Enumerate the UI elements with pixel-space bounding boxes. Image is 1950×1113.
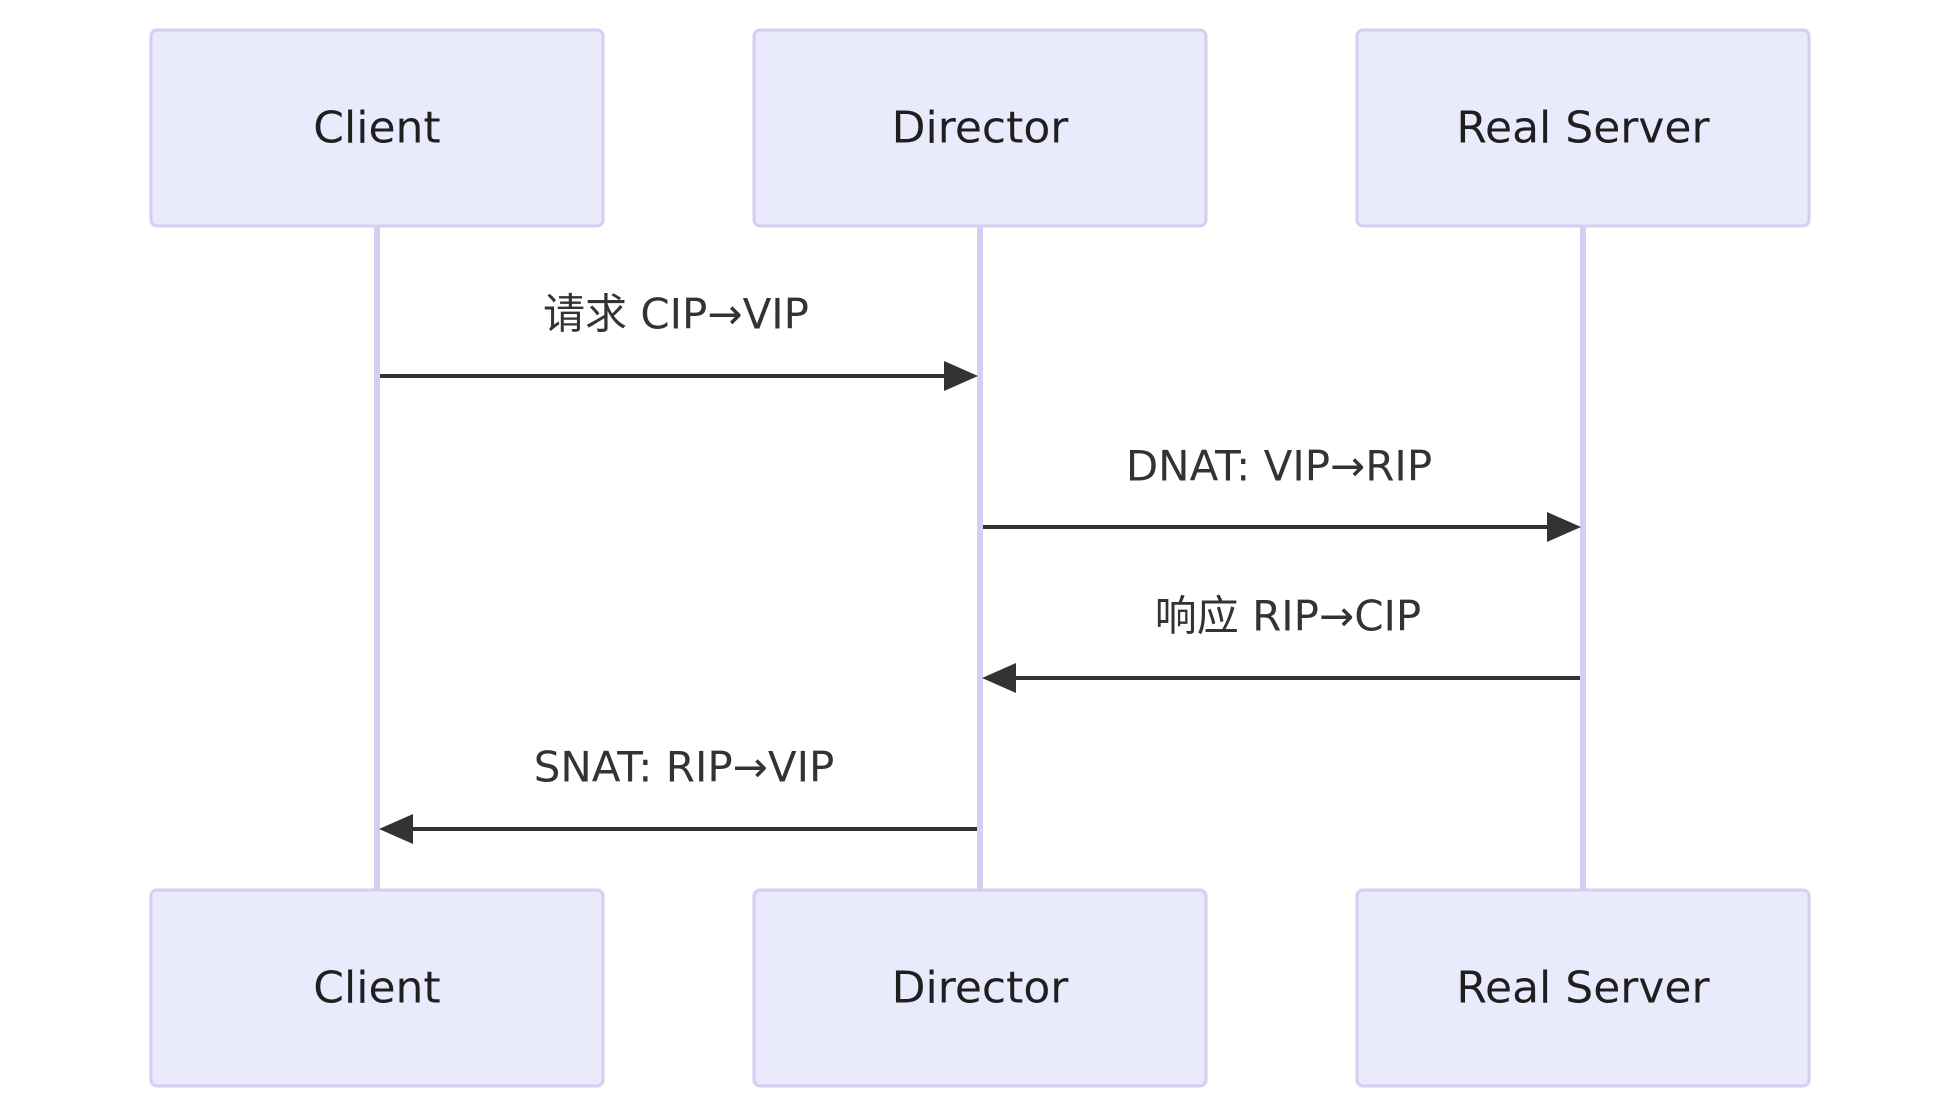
message-4: SNAT: RIP→VIP — [379, 743, 977, 844]
message-1: 请求 CIP→VIP — [380, 290, 978, 391]
actor-label: Real Server — [1456, 963, 1710, 1014]
actor-label: Director — [892, 963, 1070, 1014]
actor-label: Client — [313, 103, 440, 154]
message-label: SNAT: RIP→VIP — [534, 743, 835, 792]
message-label: 请求 CIP→VIP — [543, 290, 809, 339]
message-label: 响应 RIP→CIP — [1155, 592, 1421, 641]
actor-label: Client — [313, 963, 440, 1014]
actor-label: Director — [892, 103, 1070, 154]
actor-bottom-realserver: Real Server — [1355, 888, 1811, 1088]
actor-top-client: Client — [149, 28, 605, 228]
message-label: DNAT: VIP→RIP — [1126, 442, 1432, 491]
actor-top-director: Director — [752, 28, 1208, 228]
actor-top-realserver: Real Server — [1355, 28, 1811, 228]
arrowhead-right-icon — [944, 361, 978, 391]
arrowhead-left-icon — [982, 663, 1016, 693]
actor-bottom-client: Client — [149, 888, 605, 1088]
arrowhead-left-icon — [379, 814, 413, 844]
message-3: 响应 RIP→CIP — [982, 592, 1580, 693]
arrowhead-right-icon — [1547, 512, 1581, 542]
actor-bottom-director: Director — [752, 888, 1208, 1088]
message-2: DNAT: VIP→RIP — [983, 442, 1581, 542]
actor-label: Real Server — [1456, 103, 1710, 154]
